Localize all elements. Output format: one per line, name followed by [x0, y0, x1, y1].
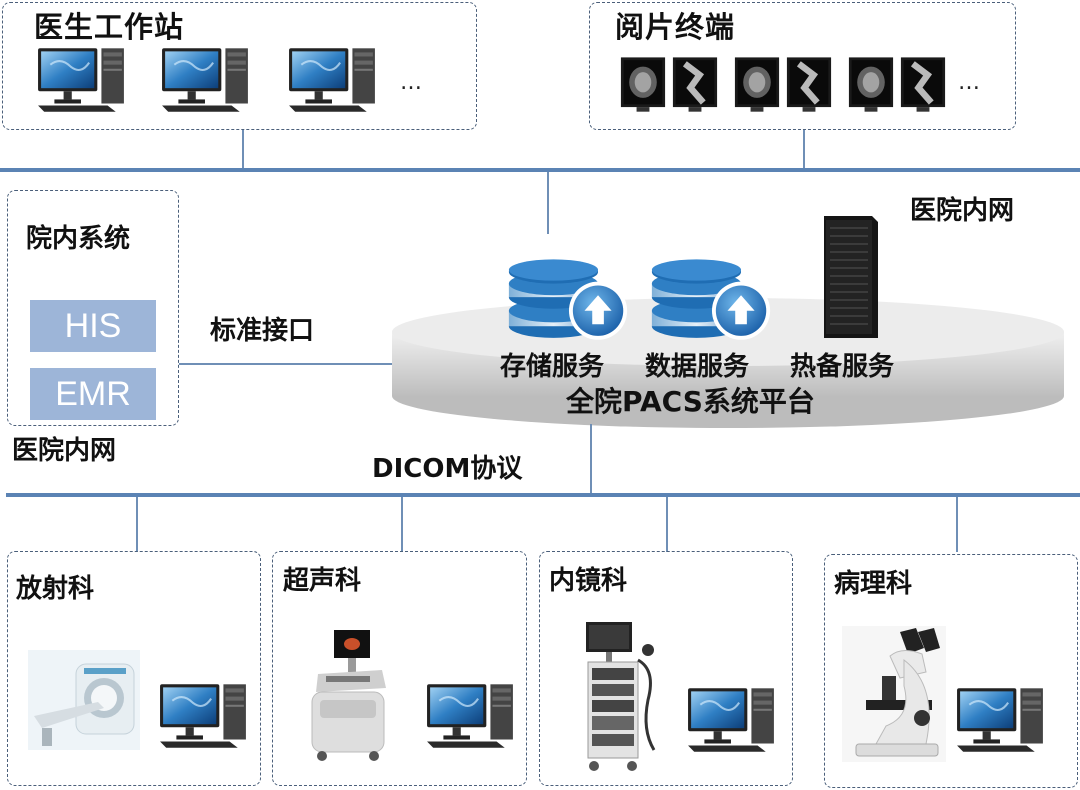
ultrasound-pc-icon	[425, 680, 517, 752]
ultrasound-machine-icon	[311, 630, 386, 761]
viewer-terminal-title: 阅片终端	[615, 10, 736, 44]
department-pathology	[824, 554, 1078, 788]
intranet-label-left: 医院内网	[12, 436, 117, 466]
department-name: 超声科	[283, 566, 362, 596]
endoscopy-pc-icon	[686, 684, 778, 756]
viewer-monitor-icon	[786, 50, 832, 120]
hospital-systems-title: 院内系统	[26, 224, 131, 254]
emr-system-block: EMR	[30, 368, 156, 420]
his-system-block: HIS	[30, 300, 156, 352]
pacs-platform-title: 全院PACS系统平台	[566, 385, 815, 418]
connector-line	[547, 172, 549, 234]
viewer-terminal-more: …	[958, 70, 981, 95]
viewer-monitor-icon	[672, 50, 718, 120]
data-database-icon	[648, 258, 774, 346]
connector-line	[590, 424, 592, 494]
standard-interface-label: 标准接口	[210, 316, 315, 346]
connector-line	[666, 497, 668, 552]
department-name: 病理科	[834, 569, 913, 599]
viewer-monitor-icon	[900, 50, 946, 120]
doctor-station-group	[2, 2, 477, 130]
department-radiology	[7, 551, 261, 786]
ct-scanner-icon	[28, 650, 140, 750]
connector-line	[136, 497, 138, 552]
hot-standby-service-label: 热备服务	[790, 352, 895, 382]
doctor-pc-icon	[287, 44, 379, 116]
viewer-monitor-icon	[734, 50, 780, 120]
doctor-pc-icon	[36, 44, 128, 116]
dicom-protocol-label: DICOM协议	[372, 454, 523, 484]
connector-line	[242, 130, 244, 170]
viewer-monitor-icon	[620, 50, 666, 120]
storage-service-label: 存储服务	[500, 352, 605, 382]
intranet-label-right: 医院内网	[910, 196, 1015, 226]
department-name: 放射科	[16, 574, 95, 604]
doctor-station-more: …	[400, 70, 423, 95]
viewer-monitor-icon	[848, 50, 894, 120]
doctor-pc-icon	[160, 44, 252, 116]
endoscopy-tower-icon	[586, 622, 656, 771]
radiology-pc-icon	[158, 680, 250, 752]
intranet-backbone-top	[0, 168, 1080, 172]
interface-connector-line	[179, 363, 395, 365]
intranet-backbone-bottom	[6, 493, 1080, 497]
hot-standby-server-icon	[824, 216, 878, 338]
connector-line	[803, 130, 805, 170]
doctor-station-title: 医生工作站	[34, 10, 185, 44]
department-endoscopy	[539, 551, 793, 786]
viewer-terminal-group	[589, 2, 1016, 130]
connector-line	[956, 497, 958, 552]
microscope-icon	[842, 626, 946, 762]
storage-database-icon	[505, 258, 631, 346]
department-ultrasound	[272, 551, 527, 786]
department-name: 内镜科	[549, 566, 628, 596]
connector-line	[401, 497, 403, 552]
data-service-label: 数据服务	[645, 352, 750, 382]
hospital-systems-group	[7, 190, 179, 426]
pathology-pc-icon	[955, 684, 1047, 756]
